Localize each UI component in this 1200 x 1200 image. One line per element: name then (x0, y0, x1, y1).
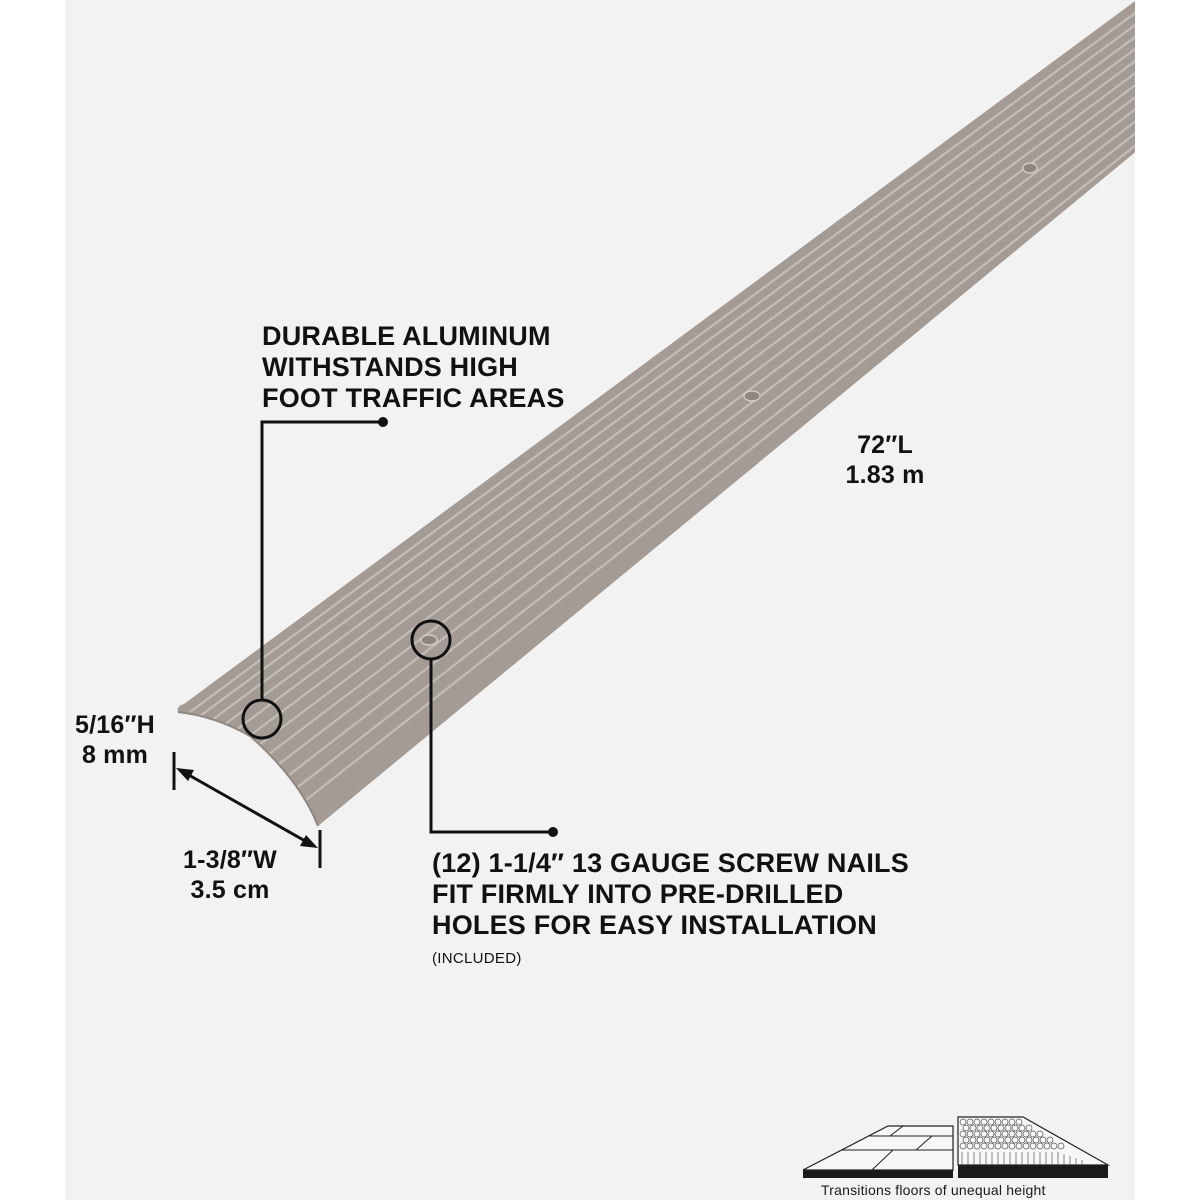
screws-callout-line (410, 619, 553, 834)
transition-caption: Transitions floors of unequal height (821, 1182, 1046, 1198)
screw-hole-icon (420, 162, 1038, 646)
callout-line: FOOT TRAFFIC AREAS (262, 383, 565, 413)
height-metric: 8 mm (81, 741, 149, 769)
length-dimension: 72″L 1.83 m (830, 430, 940, 490)
width-imperial: 1-3/8″W (183, 846, 277, 874)
included-note: (INCLUDED) (432, 950, 522, 967)
callout-line: FIT FIRMLY INTO PRE-DRILLED (432, 879, 844, 909)
length-metric: 1.83 m (845, 461, 925, 489)
durable-aluminum-callout: DURABLE ALUMINUM WITHSTANDS HIGH FOOT TR… (262, 321, 565, 414)
height-imperial: 5/16″H (75, 711, 155, 739)
height-dimension: 5/16″H 8 mm (60, 710, 170, 770)
height-marker (172, 752, 322, 868)
callout-line: WITHSTANDS HIGH (262, 352, 518, 382)
durable-callout-line (241, 420, 382, 740)
callout-line: DURABLE ALUMINUM (262, 321, 551, 351)
length-imperial: 72″L (857, 431, 913, 459)
callout-line: HOLES FOR EASY INSTALLATION (432, 910, 877, 940)
width-dimension: 1-3/8″W 3.5 cm (160, 845, 300, 905)
floor-transition-icon (802, 1116, 1111, 1178)
width-metric: 3.5 cm (190, 876, 270, 904)
screw-nails-callout: (12) 1-1/4″ 13 GAUGE SCREW NAILS FIT FIR… (432, 848, 909, 974)
callout-line: (12) 1-1/4″ 13 GAUGE SCREW NAILS (432, 848, 909, 878)
